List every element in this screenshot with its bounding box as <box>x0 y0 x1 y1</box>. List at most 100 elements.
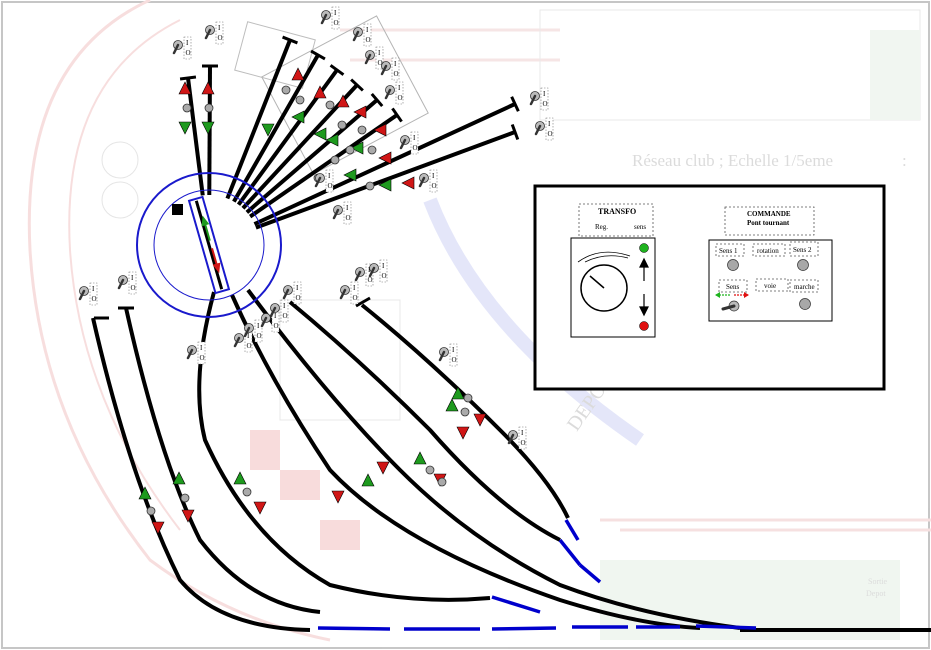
toggle-switch[interactable]: IO <box>380 57 400 81</box>
toggle-switch[interactable]: IO <box>364 46 384 70</box>
toggle-switch[interactable]: IO <box>529 87 549 111</box>
toggle-switch[interactable]: IO <box>320 6 340 30</box>
toggle-switch-lever <box>186 348 194 360</box>
toggle-label-on: I <box>521 429 524 437</box>
depot-track <box>246 288 741 630</box>
sens1-button[interactable] <box>727 259 739 271</box>
bridge-arrow-green <box>203 223 211 241</box>
toggle-switch[interactable]: IO <box>243 319 263 343</box>
toggle-switch[interactable]: IO <box>186 341 206 365</box>
toggle-switch-lever <box>438 350 446 362</box>
signal-green-arrow <box>325 133 339 147</box>
signal-green-arrow <box>172 471 186 485</box>
toggle-switch-lever <box>314 176 322 188</box>
signal-green-arrow <box>445 398 459 412</box>
toggle-switch-lever <box>352 30 360 42</box>
toggle-label-off: O <box>394 70 399 78</box>
signal-lamp <box>325 100 335 110</box>
toggle-switch[interactable]: IO <box>117 271 137 295</box>
signal-lamp <box>367 145 377 155</box>
buffer-stop <box>370 92 384 108</box>
toggle-switch[interactable]: IO <box>172 36 192 60</box>
toggle-label-on: I <box>200 344 203 352</box>
marche-button[interactable] <box>799 298 811 310</box>
toggle-switch-lever <box>320 13 328 25</box>
toggle-label-on: I <box>378 49 381 57</box>
signal-red-arrow <box>291 67 305 81</box>
signal-red-arrow <box>376 461 390 475</box>
toggle-label-box <box>331 6 340 30</box>
toggle-switch-lever <box>332 208 340 220</box>
radial-track <box>245 98 379 214</box>
turnouts <box>317 519 757 631</box>
toggle-label-off: O <box>378 59 383 67</box>
turntable-pit[interactable] <box>136 172 282 318</box>
toggle-switch[interactable]: IO <box>282 281 302 305</box>
commande-subtitle: Pont tournant <box>747 219 790 227</box>
toggle-switch[interactable]: IO <box>384 81 404 105</box>
toggle-switch[interactable]: IO <box>332 201 352 225</box>
toggle-switch[interactable]: IO <box>534 117 554 141</box>
depot-track <box>230 294 701 630</box>
signal-green-arrow <box>201 121 215 135</box>
toggle-label-on: I <box>328 172 331 180</box>
toggle-switch[interactable]: IO <box>314 169 334 193</box>
toggle-switch[interactable]: IO <box>204 21 224 45</box>
signal-red-arrow <box>178 81 192 95</box>
toggle-switch[interactable]: IO <box>78 282 98 306</box>
signal-lamp <box>182 103 192 113</box>
toggle-label-off: O <box>353 294 358 302</box>
signal-green-arrow <box>361 473 375 487</box>
rotation-label: rotation <box>757 247 779 255</box>
toggle-label-box <box>545 117 554 141</box>
toggle-label-box <box>395 81 404 105</box>
toggle-switch[interactable]: IO <box>418 169 438 193</box>
toggle-switch-lever <box>364 53 372 65</box>
radial-track <box>248 113 399 219</box>
turnout-segment <box>695 624 757 630</box>
turnout-segment <box>564 519 580 541</box>
toggle-switch[interactable]: IO <box>507 426 527 450</box>
toggle-switch[interactable]: IO <box>339 281 359 305</box>
toggle-label-off: O <box>274 322 279 330</box>
background-title: Réseau club ; Echelle 1/5eme <box>632 151 833 170</box>
signal-green-arrow <box>350 141 364 155</box>
toggle-label-off: O <box>368 276 373 284</box>
toggle-switch-lever <box>269 306 277 318</box>
toggle-switch[interactable]: IO <box>438 343 458 367</box>
sens2-button[interactable] <box>797 259 809 271</box>
signals <box>138 67 487 535</box>
toggle-label-box <box>293 281 302 305</box>
toggle-switch[interactable]: IO <box>352 23 372 47</box>
toggle-label-box <box>410 131 419 155</box>
depot-track <box>124 307 321 614</box>
toggle-switch[interactable]: IO <box>399 131 419 155</box>
signal-red-arrow <box>253 501 267 515</box>
toggle-switch-lever <box>380 64 388 76</box>
turntable-cabin <box>172 204 183 215</box>
buffer-stop <box>329 64 345 76</box>
radial-track <box>255 130 516 230</box>
signal-red-arrow <box>401 176 415 190</box>
signal-lamp <box>345 145 355 155</box>
toggle-switch[interactable]: IO <box>233 329 253 353</box>
toggle-switch-lever <box>368 266 376 278</box>
turntable[interactable] <box>136 172 282 318</box>
regulator-knob[interactable] <box>580 264 628 312</box>
toggle-label-box <box>343 201 352 225</box>
voie-selector-switch[interactable] <box>721 300 740 312</box>
direction-led-green <box>639 243 649 253</box>
toggle-label-on: I <box>394 60 397 68</box>
toggle-label-off: O <box>398 94 403 102</box>
signal-green-arrow <box>343 168 357 182</box>
signal-red-arrow <box>201 81 215 95</box>
radial-track <box>186 77 205 196</box>
toggle-switch[interactable]: IO <box>368 259 388 283</box>
toggle-label-on: I <box>368 266 371 274</box>
toggle-label-box <box>280 299 289 323</box>
turntable-bridge[interactable] <box>187 195 231 295</box>
signal-green-arrow <box>138 486 152 500</box>
toggle-switch[interactable]: IO <box>269 299 289 323</box>
depot-track <box>197 291 491 602</box>
